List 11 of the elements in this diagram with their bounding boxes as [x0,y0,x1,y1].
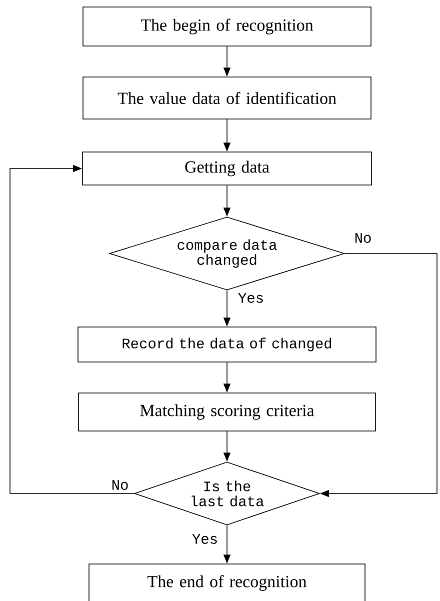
edge-label: No [110,479,130,491]
edge-label: Yes [190,533,220,545]
process-box: Getting data [82,152,372,186]
process-box: Record the data of changed [78,326,376,362]
process-box: The end of recognition [88,564,366,601]
process-box: Matching scoring criteria [78,392,376,432]
process-box: The begin of recognition [82,6,372,46]
process-box: The value data of identification [82,76,372,120]
arrow [10,164,134,494]
edge-label: No [353,232,373,244]
edge-label: Yes [236,292,266,304]
